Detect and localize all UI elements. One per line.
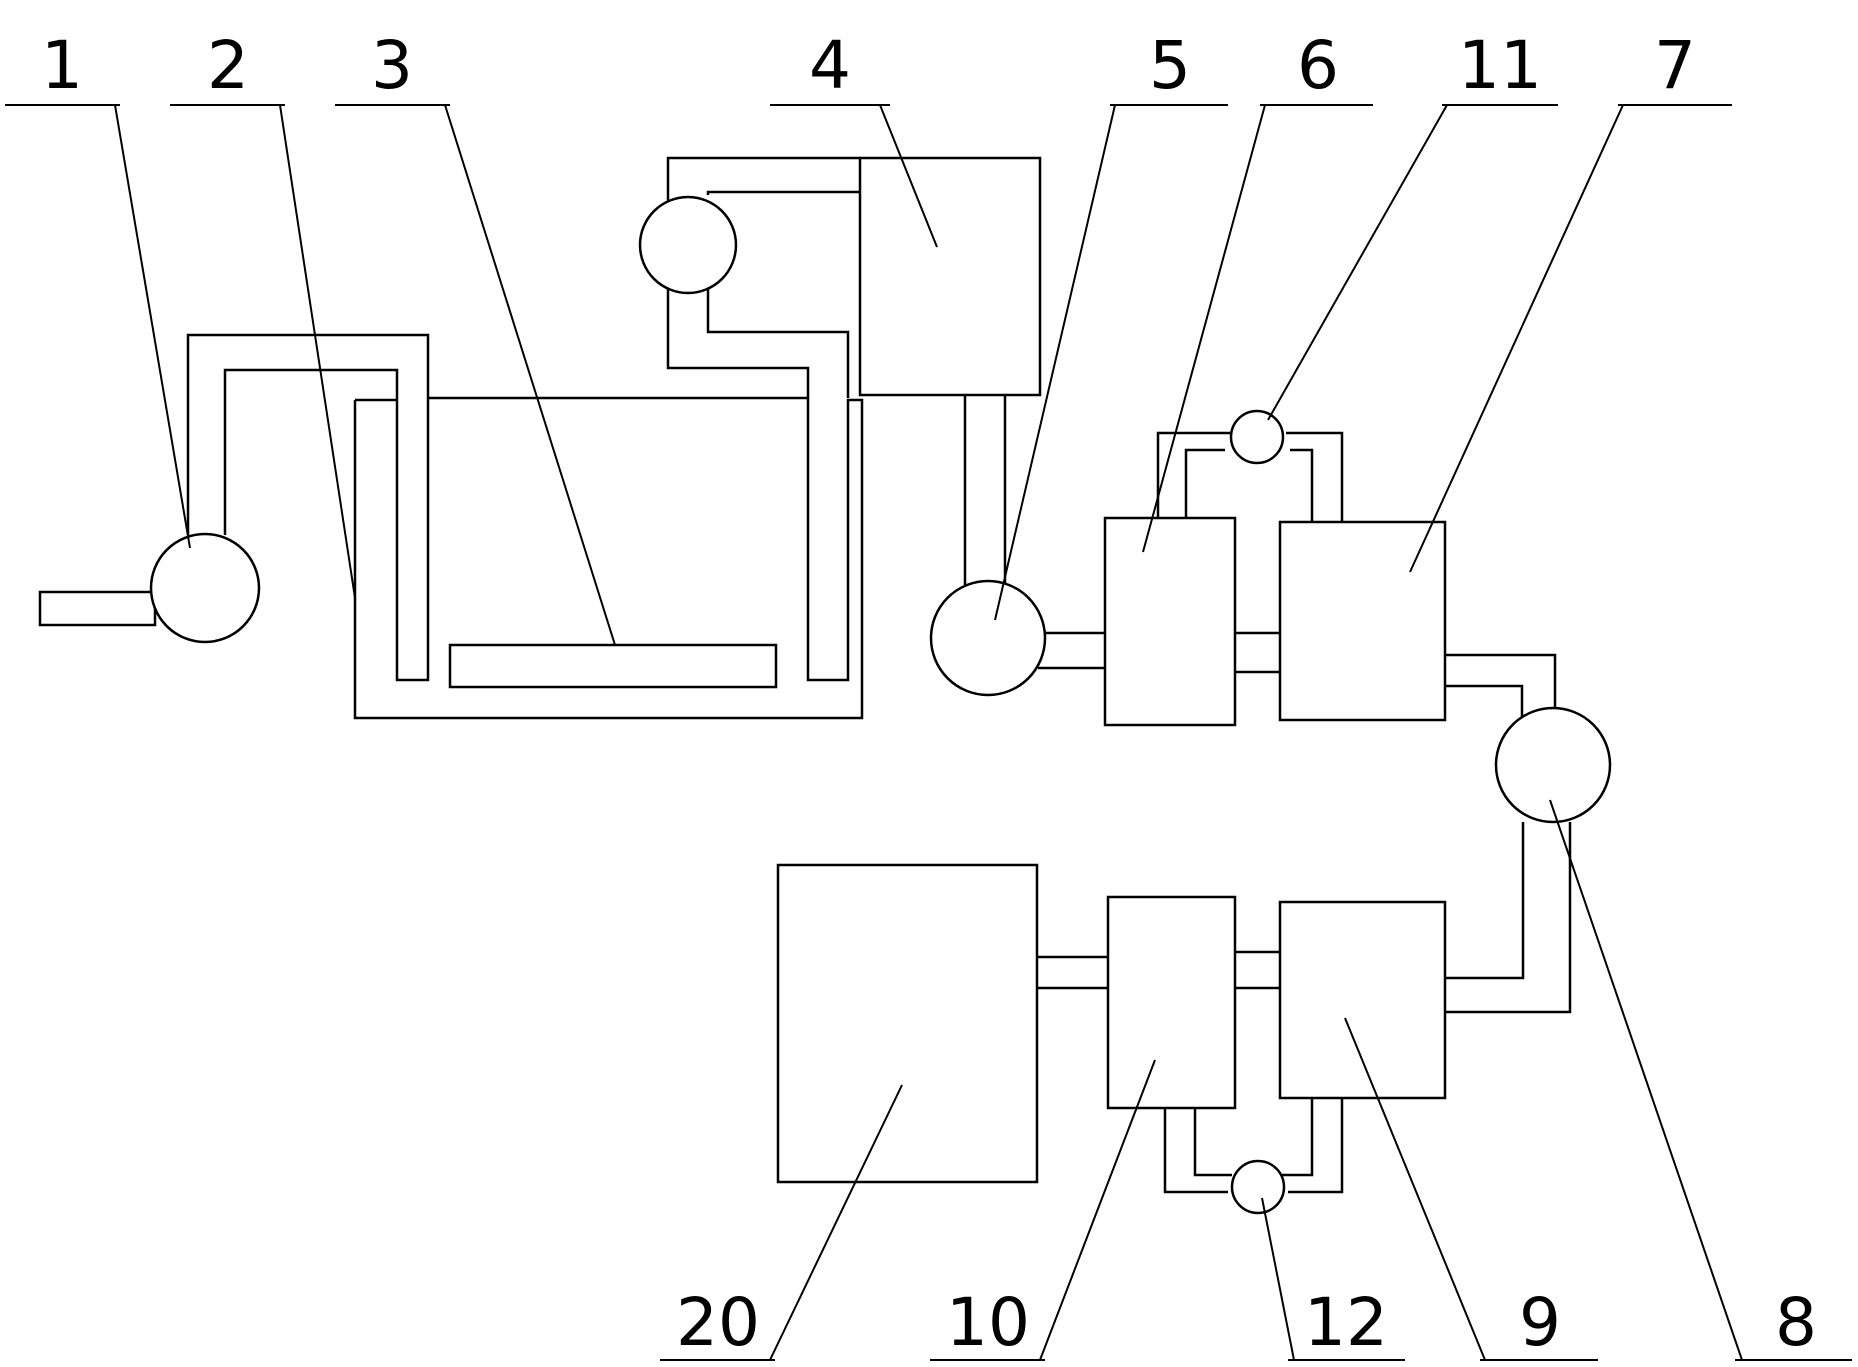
loop-10-12-9 <box>1163 1098 1344 1194</box>
pipe-2-to-4-inner <box>706 285 850 398</box>
pipe-2-to-4-outer <box>666 275 810 398</box>
component-3-plate <box>448 643 778 689</box>
label-4: 4 <box>809 27 851 104</box>
pipe-4-to-5 <box>963 395 1007 585</box>
component-1-pump <box>149 532 261 644</box>
label-10: 10 <box>946 1284 1030 1361</box>
component-8-pump <box>1494 706 1612 824</box>
pipes <box>38 156 1572 1194</box>
leader-5 <box>994 104 1228 621</box>
pipe-pump-to-4-top <box>666 156 860 205</box>
pipe-10-to-20 <box>1037 955 1108 990</box>
label-3: 3 <box>371 27 413 104</box>
leader-12 <box>1261 1197 1405 1361</box>
pipe-1-to-2-outer <box>186 333 430 682</box>
component-11-valve <box>1229 409 1285 465</box>
pipe-pump-to-4-mid <box>706 190 860 195</box>
label-20: 20 <box>676 1284 760 1361</box>
component-9-box <box>1278 900 1447 1100</box>
labels: 1 2 3 4 5 6 11 7 20 10 12 9 8 <box>41 27 1817 1361</box>
label-12: 12 <box>1304 1284 1388 1361</box>
leader-11 <box>1267 104 1558 421</box>
leader-20 <box>660 1084 903 1361</box>
leader-3 <box>335 104 616 646</box>
label-7: 7 <box>1654 27 1696 104</box>
component-4-box <box>858 156 1042 397</box>
label-8: 8 <box>1775 1284 1817 1361</box>
leader-6 <box>1142 104 1373 553</box>
loop-6-11-7 <box>1156 431 1344 522</box>
components <box>149 156 1612 1215</box>
tank-2 <box>353 396 864 720</box>
leader-7 <box>1409 104 1732 573</box>
pipe-6-to-7 <box>1235 631 1280 674</box>
leader-9 <box>1344 1017 1598 1361</box>
pipe-7-to-8 <box>1445 653 1557 718</box>
label-11: 11 <box>1458 27 1542 104</box>
leader-2 <box>170 104 356 599</box>
leaders <box>5 104 1852 1361</box>
leader-8 <box>1549 799 1852 1361</box>
component-12-valve <box>1230 1159 1286 1215</box>
component-5-pump <box>929 579 1047 697</box>
component-10-box <box>1106 895 1237 1110</box>
label-5: 5 <box>1149 27 1191 104</box>
leader-4 <box>770 104 938 248</box>
pipe-8-to-9 <box>1445 822 1572 1014</box>
inlet-stub <box>38 590 157 627</box>
label-2: 2 <box>207 27 249 104</box>
pump-near-4 <box>638 195 738 295</box>
component-6-box <box>1103 516 1237 727</box>
label-6: 6 <box>1297 27 1339 104</box>
pipe-9-to-10 <box>1235 950 1280 990</box>
pipe-5-to-6 <box>1038 631 1105 670</box>
component-20-box <box>776 863 1039 1184</box>
leader-10 <box>930 1059 1156 1361</box>
label-9: 9 <box>1519 1284 1561 1361</box>
label-1: 1 <box>41 27 83 104</box>
leader-1 <box>5 104 191 549</box>
